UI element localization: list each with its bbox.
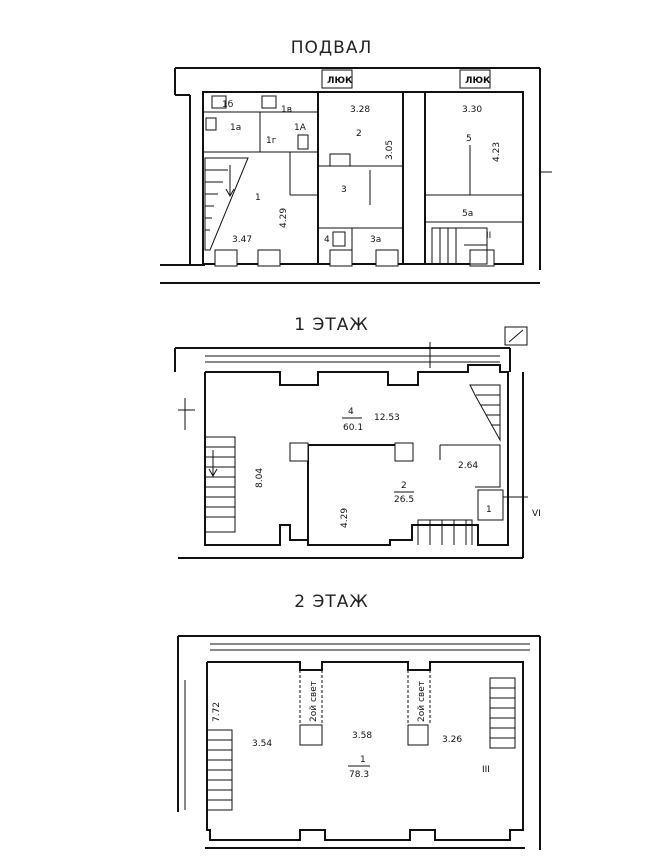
dim-3-58: 3.58 [352,731,372,741]
dim-12-53: 12.53 [374,413,400,423]
room-1g-label: 1г [266,136,277,146]
dim-3-30: 3.30 [462,105,482,115]
dim-4-23: 4.23 [492,142,502,162]
stair-VI-label: VI [532,509,541,519]
stair-III-label: III [482,765,490,775]
room-2-label: 2 [356,129,362,139]
room-4-area: 60.1 [343,423,363,433]
second-light-right-label: 2ой свет [417,681,427,722]
dim-4-29: 4.29 [279,208,289,228]
hatch-label-left: ЛЮК [327,76,353,86]
dim-3-54: 3.54 [252,739,272,749]
stair-II-label: II [486,231,491,241]
room-2-area: 26.5 [394,495,414,505]
dim-4-29-first: 4.29 [340,508,350,528]
dim-3-47: 3.47 [232,235,252,245]
room-1v-label: 1в [281,105,292,115]
room-1-label: 1 [255,193,261,203]
room-1a-label: 1а [230,123,241,133]
hatch-label-right: ЛЮК [465,76,491,86]
room-1-num-first: 1 [486,505,492,515]
second-floor-title: 2 ЭТАЖ [294,592,369,612]
dim-7-72: 7.72 [212,702,222,722]
room-2-num: 2 [401,481,407,491]
room-4-num: 4 [348,407,354,417]
second-floor-plan: 7.72 3.54 2ой свет 3.58 2ой свет 3.26 1 … [177,635,541,850]
first-floor-plan: 4 60.1 12.53 8.04 2.64 2 26.5 4.29 1 VI [174,326,541,559]
room-1b-label: 1б [222,100,234,110]
room-1-area-second: 78.3 [349,770,369,780]
dim-2-64: 2.64 [458,461,478,471]
dim-8-04: 8.04 [255,468,265,488]
dim-3-26: 3.26 [442,735,462,745]
room-1-num-second: 1 [360,755,366,765]
basement-title: ПОДВАЛ [290,38,373,58]
basement-plan: ЛЮК ЛЮК [160,67,552,284]
dim-3-05: 3.05 [385,140,395,160]
room-3a-label: 3а [370,235,381,245]
second-light-left-label: 2ой свет [309,681,319,722]
room-4-label: 4 [324,235,330,245]
first-floor-title: 1 ЭТАЖ [294,315,369,335]
room-5a-label: 5а [462,209,473,219]
room-5-label: 5 [466,134,472,144]
dim-3-28: 3.28 [350,105,370,115]
room-1A-label: 1А [294,123,307,133]
room-3-label: 3 [341,185,347,195]
